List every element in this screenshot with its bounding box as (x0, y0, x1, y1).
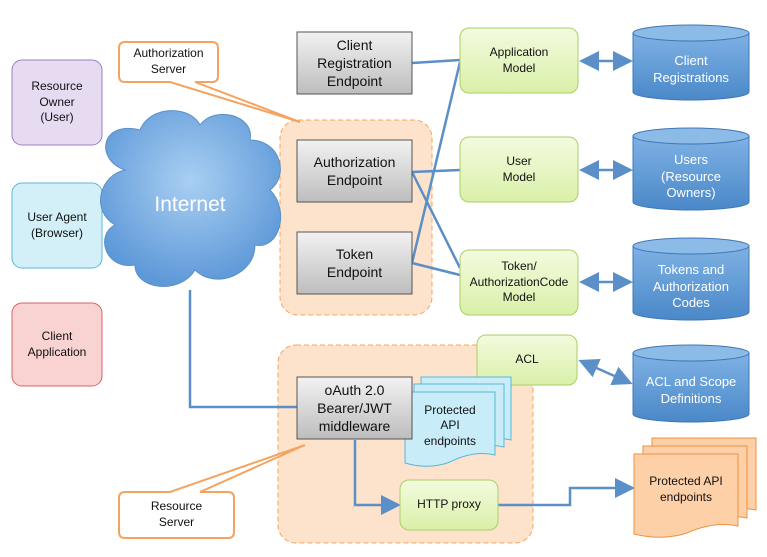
protected-api-label: Protected API endpoints (423, 402, 477, 448)
application-model-label: Application Model (489, 44, 549, 75)
external-protected-api-label: Protected API endpoints (649, 474, 723, 504)
users-store-label: Users (Resource Owners) (661, 151, 721, 201)
client-registration-endpoint-box (296, 31, 413, 95)
client-registrations-store-label: Client Registrations (653, 53, 729, 85)
token-model-label: Token/ AuthorizationCode Model (469, 259, 569, 305)
acl-store-label: ACL and Scope Definitions (645, 374, 737, 406)
connectors (188, 51, 635, 515)
application-model-box (459, 27, 579, 94)
user-agent-label: User Agent (Browser) (27, 209, 87, 240)
protected-api-document-stack (404, 376, 512, 467)
token-endpoint-label: Token Endpoint (326, 245, 383, 280)
http-proxy-label: HTTP proxy (417, 497, 481, 512)
resource-owner-label: Resource Owner (User) (31, 79, 83, 125)
client-registration-endpoint-label: Client Registration Endpoint (317, 36, 392, 90)
resource-server-callout (118, 444, 306, 539)
authorization-endpoint-box (296, 139, 413, 203)
authorization-server-callout-label: Authorization Server (133, 46, 204, 76)
authorization-server-callout (118, 41, 301, 123)
user-model-label: User Model (502, 153, 536, 184)
authorization-endpoint-label: Authorization Endpoint (313, 153, 396, 188)
internet-label: Internet (154, 193, 226, 217)
resource-server-callout-label: Resource Server (150, 499, 203, 529)
user-model-box (459, 136, 579, 203)
resource-owner-box (11, 59, 103, 146)
tokens-store-label: Tokens and Authorization Codes (653, 261, 729, 311)
token-model-box (459, 249, 579, 316)
acl-box (476, 334, 578, 386)
internet-cloud (100, 110, 282, 287)
external-protected-api-document-stack (633, 437, 757, 538)
http-proxy-box (399, 479, 499, 531)
middleware-label: oAuth 2.0 Bearer/JWT middleware (317, 381, 392, 435)
user-agent-box (11, 182, 103, 269)
acl-label: ACL (515, 352, 539, 367)
token-endpoint-box (296, 231, 413, 295)
client-application-label: Client Application (27, 328, 87, 359)
data-stores (632, 24, 750, 423)
middleware-box (296, 376, 413, 440)
client-application-box (11, 302, 103, 387)
